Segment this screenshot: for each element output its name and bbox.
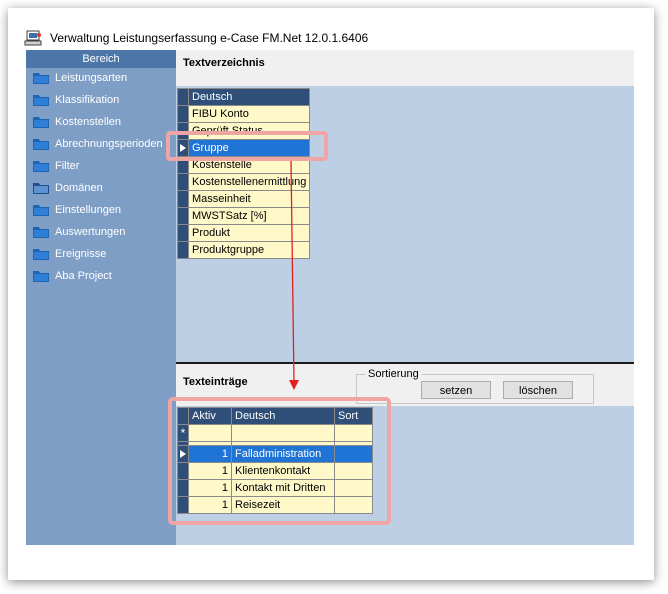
setzen-button[interactable]: setzen xyxy=(421,381,491,399)
sidebar-item-abrechnungsperioden[interactable]: Abrechnungsperioden xyxy=(26,134,176,156)
texteintraege-title: Texteinträge xyxy=(183,376,248,388)
column-header-deutsch[interactable]: Deutsch xyxy=(187,88,311,106)
folder-icon xyxy=(33,205,49,216)
row-indicator xyxy=(177,173,189,191)
table-row[interactable]: Produkt xyxy=(177,224,311,242)
sidebar-item-label: Ereignisse xyxy=(55,248,107,260)
folder-icon xyxy=(33,161,49,172)
highlight-gruppe xyxy=(166,131,328,161)
folder-icon xyxy=(33,249,49,260)
row-indicator xyxy=(177,224,189,242)
sidebar-item-aba-project[interactable]: Aba Project xyxy=(26,266,176,288)
splitter[interactable] xyxy=(176,362,634,364)
row-pointer-icon xyxy=(180,450,186,459)
cell-deutsch[interactable]: Kostenstellenermittlung xyxy=(187,173,311,191)
cell-deutsch[interactable]: Gruppe xyxy=(187,139,311,157)
new-row-indicator: * xyxy=(177,424,189,442)
table-row[interactable]: FIBU Konto xyxy=(177,105,311,123)
sidebar-header[interactable]: Bereich xyxy=(26,50,176,68)
app-icon xyxy=(24,30,42,46)
sidebar-item-label: Aba Project xyxy=(55,270,112,282)
sidebar-item-auswertungen[interactable]: Auswertungen xyxy=(26,222,176,244)
cell-deutsch[interactable]: Reisezeit xyxy=(231,496,335,514)
sidebar-item-label: Domänen xyxy=(55,182,103,194)
row-indicator xyxy=(177,105,189,123)
row-indicator xyxy=(177,207,189,225)
folder-open-icon xyxy=(33,183,49,194)
folder-icon xyxy=(33,139,49,150)
table-row[interactable]: Masseinheit xyxy=(177,190,311,208)
cell-sort[interactable] xyxy=(334,496,373,514)
sidebar-item-filter[interactable]: Filter xyxy=(26,156,176,178)
sidebar-item-dom-nen[interactable]: Domänen xyxy=(26,178,176,200)
row-indicator xyxy=(177,241,189,259)
sidebar-item-label: Einstellungen xyxy=(55,204,122,216)
cell-deutsch[interactable]: Produkt xyxy=(187,224,311,242)
table-row[interactable]: MWSTSatz [%] xyxy=(177,207,311,225)
title-bar: Verwaltung Leistungserfassung e-Case FM.… xyxy=(24,28,644,48)
table-row[interactable]: Gruppe xyxy=(177,139,311,157)
sidebar-item-kostenstellen[interactable]: Kostenstellen xyxy=(26,112,176,134)
window-title: Verwaltung Leistungserfassung e-Case FM.… xyxy=(50,31,369,45)
table-row[interactable]: Kostenstellenermittlung xyxy=(177,173,311,191)
textverzeichnis-title: Textverzeichnis xyxy=(183,57,265,69)
folder-icon xyxy=(33,73,49,84)
sidebar-item-ereignisse[interactable]: Ereignisse xyxy=(26,244,176,266)
folder-icon xyxy=(33,271,49,282)
sidebar-item-label: Auswertungen xyxy=(55,226,126,238)
folder-icon xyxy=(33,95,49,106)
sidebar-item-label: Kostenstellen xyxy=(55,116,122,128)
folder-icon xyxy=(33,117,49,128)
cell-deutsch[interactable]: MWSTSatz [%] xyxy=(187,207,311,225)
grid-corner xyxy=(177,88,189,106)
sidebar-item-leistungsarten[interactable]: Leistungsarten xyxy=(26,68,176,90)
sidebar-item-klassifikation[interactable]: Klassifikation xyxy=(26,90,176,112)
loeschen-button[interactable]: löschen xyxy=(503,381,573,399)
row-indicator xyxy=(177,190,189,208)
sidebar-item-einstellungen[interactable]: Einstellungen xyxy=(26,200,176,222)
cell-deutsch[interactable]: Masseinheit xyxy=(187,190,311,208)
sortierung-label: Sortierung xyxy=(365,368,422,380)
sidebar-item-label: Leistungsarten xyxy=(55,72,128,84)
table-row[interactable]: Produktgruppe xyxy=(177,241,311,259)
folder-icon xyxy=(33,227,49,238)
cell-deutsch[interactable]: Produktgruppe xyxy=(187,241,311,259)
sortierung-group: Sortierung setzen löschen xyxy=(356,368,594,404)
textverzeichnis-header: Textverzeichnis xyxy=(176,50,634,86)
column-header-deutsch[interactable]: Deutsch xyxy=(231,407,335,425)
row-pointer-icon xyxy=(180,144,186,153)
sidebar-item-label: Filter xyxy=(55,160,80,172)
sidebar-item-label: Klassifikation xyxy=(55,94,120,106)
highlight-texteintraege xyxy=(168,397,391,525)
sidebar-item-label: Abrechnungsperioden xyxy=(55,138,163,150)
cell-deutsch[interactable]: FIBU Konto xyxy=(187,105,311,123)
column-header-sort[interactable]: Sort xyxy=(334,407,373,425)
